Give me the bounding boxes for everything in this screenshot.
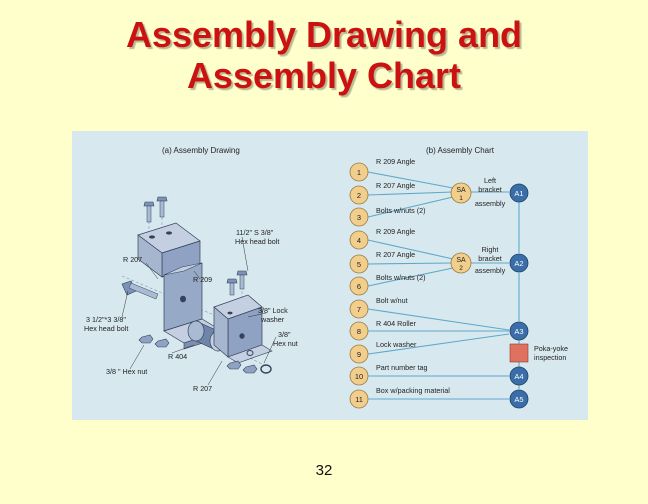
label-r209: R 209 [193,275,212,284]
assembly-node-a2: A2 [509,253,529,273]
label-r404: R 404 [168,352,187,361]
step-node: 5 [349,254,369,274]
slide-title-line-2: Assembly Chart [186,55,462,96]
label-hex-bolt-top-2: Hex head bolt [235,237,279,246]
step-node: 8 [349,321,369,341]
step-number: 4 [357,236,361,245]
sa2-desc-1: Right [482,245,499,254]
top-bolts [143,196,168,223]
step-node: 2 [349,185,369,205]
step-node: 3 [349,207,369,227]
step-number: 6 [357,282,361,291]
step-label: Bolts w/nuts (2) [376,273,426,282]
step-circles: 1 2 3 4 5 6 7 8 9 10 11 [349,162,369,409]
step-labels: R 209 Angle R 207 Angle Bolts w/nuts (2)… [376,157,450,395]
assembly-label: A2 [514,259,523,268]
drawing-heading: (a) Assembly Drawing [162,146,240,155]
poka-yoke-inspection: Poka-yoke inspection [509,343,568,363]
left-bracket [163,262,223,350]
upper-bracket [137,222,201,278]
assembly-node-a1: A1 [509,183,529,203]
right-bracket [213,294,273,364]
step-node: 10 [349,366,369,386]
sa2-code: SA [456,257,466,264]
step-label: R 404 Roller [376,319,417,328]
step-number: 9 [357,350,361,359]
step-number: 2 [357,191,361,200]
long-hex-bolt [121,280,159,300]
label-hex-bolt-left-1: 3 1/2"*3 3/8" [86,315,126,324]
step-node: 4 [349,230,369,250]
figure-panel: (a) Assembly Drawing [72,131,588,420]
assembly-label: A5 [514,395,523,404]
step-node: 11 [349,389,369,409]
inspection-square [509,343,529,363]
flow-lines [367,171,520,400]
step-number: 5 [357,260,361,269]
step-label: Part number tag [376,363,428,372]
step-number: 10 [355,372,363,381]
label-hex-nut-left: 3/8 " Hex nut [106,367,147,376]
sa1-number: 1 [459,195,463,202]
step-node: 6 [349,276,369,296]
sa2-desc-2: bracket [478,254,502,263]
step-label: R 209 Angle [376,227,415,236]
subassembly-sa1: SA 1 Left bracket assembly [450,176,506,208]
step-label: Box w/packing material [376,386,450,395]
assembly-node-a4: A4 [509,366,529,386]
sa2-number: 2 [459,265,463,272]
assembly-label: A3 [514,327,523,336]
right-bolts [226,270,248,296]
label-hex-nut-right-2: Hex nut [273,339,298,348]
step-label: R 207 Angle [376,181,415,190]
page-number: 32 [315,462,333,479]
step-number: 1 [357,168,361,177]
assembly-label: A1 [514,189,523,198]
assembly-label: A4 [514,372,523,381]
step-label: Bolts w/nuts (2) [376,206,426,215]
exploded-drawing [121,196,277,386]
chart-heading: (b) Assembly Chart [426,146,495,155]
label-lock-washer-2: washer [260,315,285,324]
step-number: 8 [357,327,361,336]
subassembly-sa2: SA 2 Right bracket assembly [450,245,506,275]
step-node: 7 [349,299,369,319]
sa1-code: SA [456,187,466,194]
step-number: 3 [357,213,361,222]
step-node: 9 [349,344,369,364]
step-label: R 209 Angle [376,157,415,166]
label-hex-bolt-top-1: 11/2" S 3/8" [236,228,274,237]
assembly-nodes: A1 A2 A3 A4 A5 [509,183,529,409]
step-label: Bolt w/nut [376,296,408,305]
label-lock-washer-1: 3/8" Lock [258,306,288,315]
sa1-desc-1: Left [484,176,496,185]
label-r207-bottom: R 207 [193,384,212,393]
sa2-desc-3: assembly [475,266,506,275]
step-label: R 207 Angle [376,250,415,259]
nuts-and-washers [138,334,272,374]
assembly-node-a5: A5 [509,389,529,409]
step-number: 11 [355,395,363,404]
assembly-node-a3: A3 [509,321,529,341]
sa1-desc-3: assembly [475,199,506,208]
label-hex-nut-right-1: 3/8" [278,330,291,339]
slide-title-line-1: Assembly Drawing and [125,14,523,55]
label-r207-left: R 207 [123,255,142,264]
inspection-label-2: inspection [534,353,566,362]
inspection-label-1: Poka-yoke [534,344,568,353]
label-hex-bolt-left-2: Hex head bolt [84,324,128,333]
step-node: 1 [349,162,369,182]
step-number: 7 [357,305,361,314]
figure-svg: (a) Assembly Drawing [84,146,568,409]
step-label: Lock washer [376,340,417,349]
sa1-desc-2: bracket [478,185,502,194]
